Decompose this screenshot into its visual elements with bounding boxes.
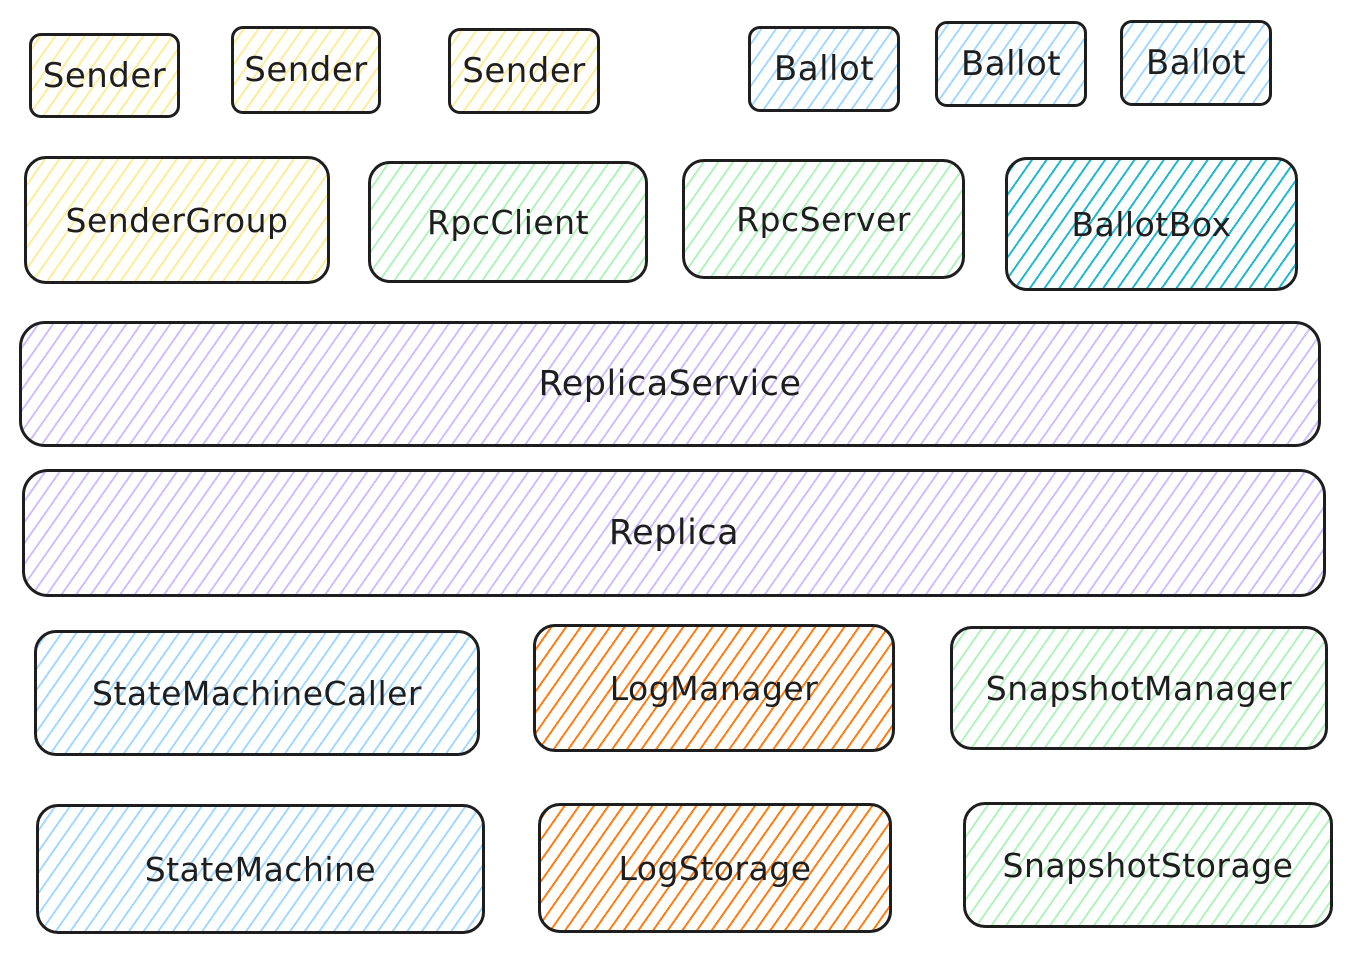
replica-label: Replica (608, 513, 740, 553)
replica-service-box: ReplicaService (19, 321, 1321, 447)
state-machine-label: StateMachine (144, 849, 377, 889)
ballotbox-label: BallotBox (1071, 204, 1232, 244)
log-manager-label: LogManager (609, 668, 819, 708)
sender-group-box: SenderGroup (24, 156, 330, 284)
rpc-client-box: RpcClient (368, 161, 648, 283)
ballot-label: Ballot (960, 44, 1062, 84)
replica-service-label: ReplicaService (538, 364, 802, 404)
sender-label: Sender (42, 55, 167, 96)
snapshot-manager-box: SnapshotManager (950, 626, 1328, 750)
snapshot-manager-label: SnapshotManager (985, 668, 1293, 708)
sender-label: Sender (244, 50, 368, 90)
rpc-client-label: RpcClient (426, 202, 590, 242)
rpc-server-label: RpcServer (736, 199, 911, 239)
sender-box: Sender (29, 33, 180, 118)
state-machine-caller-box: StateMachineCaller (34, 630, 480, 756)
ballot-label: Ballot (773, 49, 875, 89)
ballotbox-box: BallotBox (1005, 157, 1298, 291)
replica-box: Replica (22, 469, 1326, 597)
sender-box: Sender (448, 28, 600, 114)
state-machine-caller-label: StateMachineCaller (92, 673, 422, 713)
rpc-server-box: RpcServer (682, 159, 965, 279)
ballot-box-item: Ballot (748, 26, 900, 112)
log-storage-box: LogStorage (538, 803, 892, 933)
snapshot-storage-box: SnapshotStorage (963, 802, 1333, 928)
sender-group-label: SenderGroup (65, 200, 289, 240)
state-machine-box: StateMachine (36, 804, 485, 934)
ballot-label: Ballot (1145, 43, 1247, 83)
sender-label: Sender (462, 51, 586, 91)
snapshot-storage-label: SnapshotStorage (1002, 845, 1294, 885)
ballot-box-item: Ballot (935, 21, 1087, 107)
sender-box: Sender (231, 26, 381, 114)
log-manager-box: LogManager (533, 624, 895, 752)
log-storage-label: LogStorage (618, 848, 812, 888)
ballot-box-item: Ballot (1120, 20, 1272, 106)
